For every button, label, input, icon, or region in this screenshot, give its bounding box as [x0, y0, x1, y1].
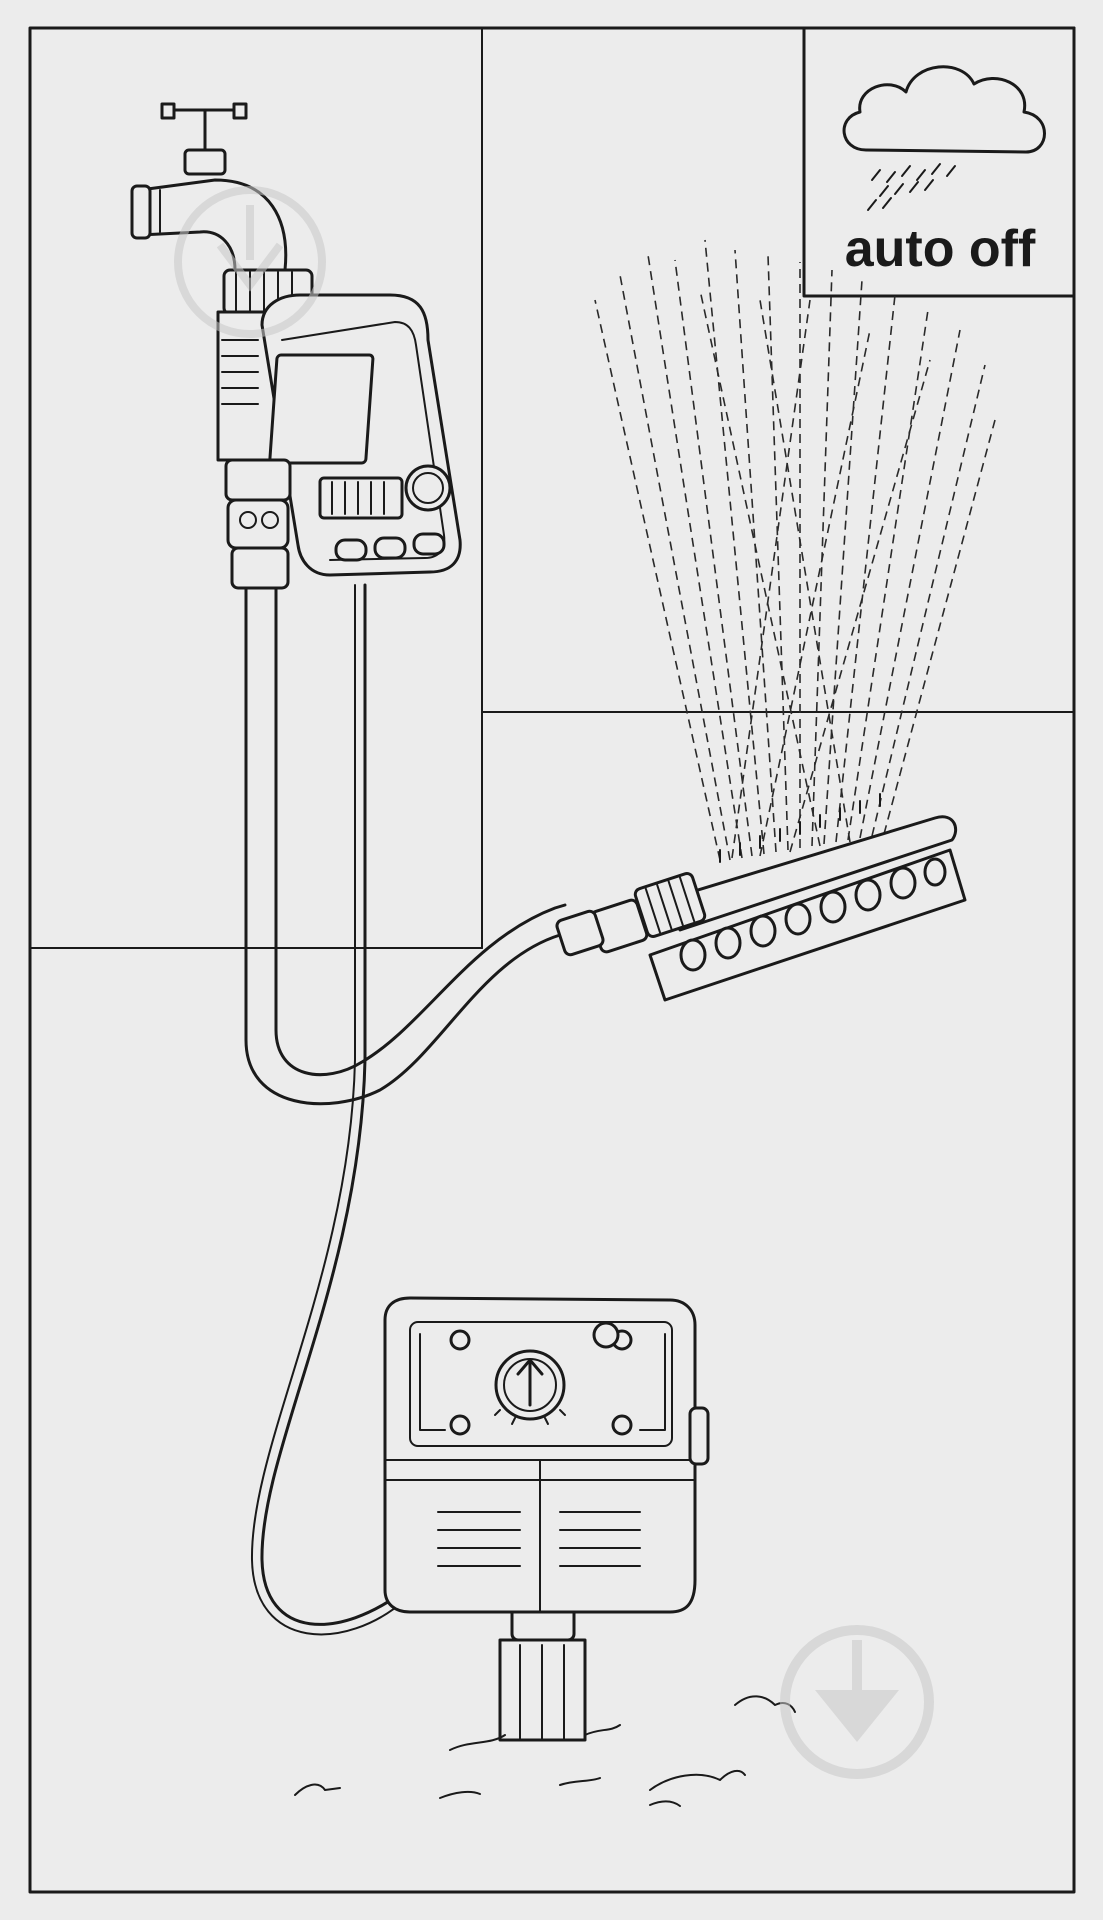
ground-marks [294, 1695, 796, 1807]
background-panels [29, 27, 1075, 949]
oscillating-sprinkler-icon [555, 793, 967, 1002]
sensor-cable [250, 583, 407, 1636]
auto-off-label: auto off [845, 220, 1036, 278]
rain-cloud-icon [842, 65, 1046, 211]
water-timer-icon [216, 268, 462, 590]
faucet-icon [130, 102, 288, 272]
outer-frame [28, 26, 1076, 1894]
rain-sensor-icon [383, 1296, 710, 1742]
auto-off-badge: auto off [802, 26, 1076, 298]
badge-frame [802, 26, 1076, 298]
water-spray [594, 239, 996, 861]
hose-icon [244, 583, 577, 1106]
watermark-icon [174, 186, 934, 1779]
